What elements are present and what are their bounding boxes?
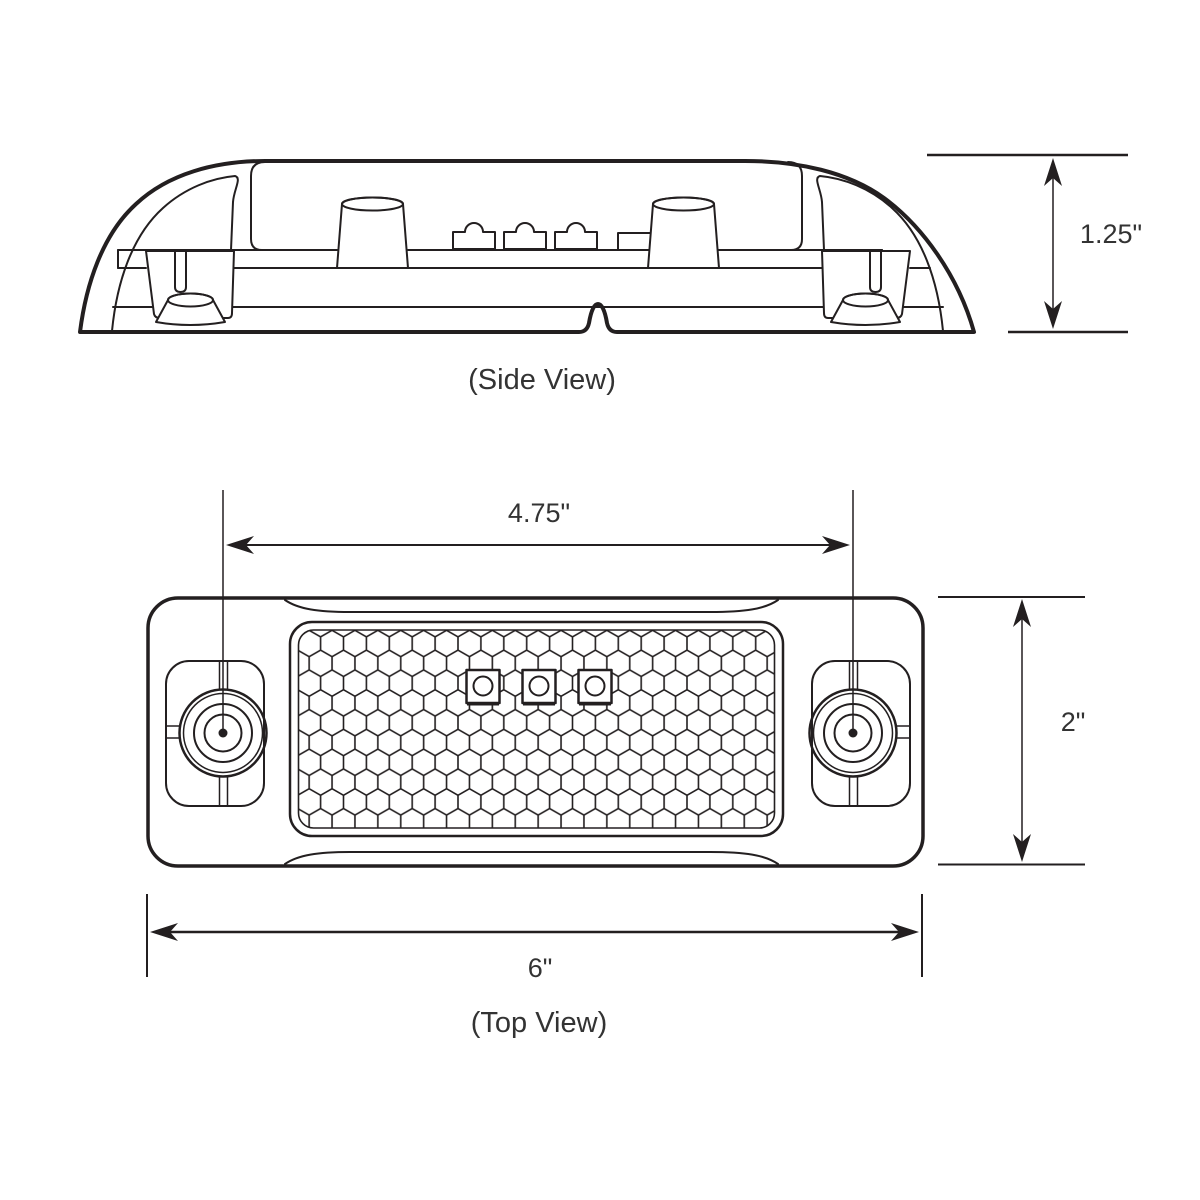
led-side-3 [554, 222, 598, 250]
post-right-top [652, 196, 715, 212]
dim-height-1-25: 1.25" [927, 153, 1142, 334]
dim-height-2: 2" [938, 596, 1086, 866]
led-top-1 [465, 668, 501, 705]
led-top-1-lens [472, 675, 494, 697]
led-windows [465, 668, 613, 706]
lens-seam-left [111, 175, 239, 332]
bracket-slot-right [869, 250, 882, 293]
bezel-arc-top [284, 599, 779, 613]
bracket-pin-right-top [842, 292, 889, 308]
mount-screw-left [165, 660, 268, 807]
led-side-1 [452, 222, 496, 250]
arrowhead-right [822, 536, 850, 554]
dim-spacing-4-75: 4.75" [222, 490, 854, 733]
lens-seam-right [816, 175, 944, 332]
arrowhead-down [1013, 834, 1031, 862]
housing-outline [78, 159, 976, 334]
cavity-wall-right [787, 161, 803, 251]
side-view-drawing [78, 159, 976, 334]
led-top-3 [577, 668, 613, 705]
post-left-top [341, 196, 404, 212]
dim-label-2: 2" [1061, 707, 1086, 737]
dim-label-4-75: 4.75" [508, 498, 570, 528]
dim-label-6: 6" [528, 953, 553, 983]
arrowhead-right [891, 923, 919, 941]
screw-pad-left-tab [166, 725, 181, 739]
component-block [617, 232, 653, 251]
top-view-drawing [146, 596, 925, 868]
led-top-2-lens [528, 675, 550, 697]
screw-pad-right-splits [848, 661, 859, 806]
extension-lines [222, 490, 854, 733]
screw-pad-right-tab [895, 725, 910, 739]
mount-screw-right [808, 660, 911, 807]
led-top-3-lens [584, 675, 606, 697]
arrowhead-left [150, 923, 178, 941]
screw-pad-left-splits [218, 661, 229, 806]
bracket-slot-left [174, 250, 187, 293]
extension-ticks [146, 894, 923, 977]
side-view-caption: (Side View) [468, 364, 616, 396]
bezel-arc-bottom [284, 851, 779, 865]
arrowhead-down [1044, 301, 1062, 329]
dim-width-6: 6" [146, 894, 923, 983]
lens-hex-pattern [297, 629, 776, 829]
arrowhead-up [1044, 158, 1062, 186]
dim-label-1-25: 1.25" [1080, 219, 1142, 249]
cavity-wall-left [250, 161, 266, 251]
arrowhead-left [226, 536, 254, 554]
lens-honeycomb-panel [288, 620, 785, 838]
led-top-2 [521, 668, 557, 705]
led-side-2 [503, 222, 547, 250]
arrowhead-up [1013, 599, 1031, 627]
ref-lines [938, 596, 1085, 866]
top-view-caption: (Top View) [471, 1007, 607, 1039]
bracket-pin-left-top [167, 292, 214, 308]
